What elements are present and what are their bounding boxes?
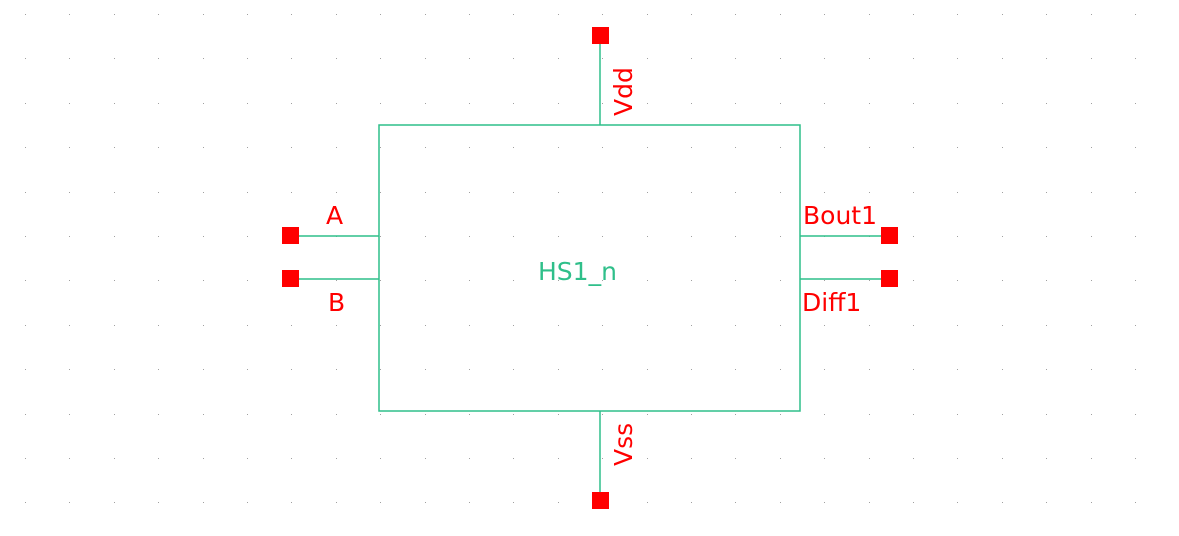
cell-name-label: HS1_n xyxy=(538,257,617,286)
b-pin[interactable] xyxy=(282,270,299,287)
bout1-pin[interactable] xyxy=(881,227,898,244)
diff1-label: Diff1 xyxy=(802,288,861,317)
vss-label: Vss xyxy=(609,423,638,466)
vdd-pin[interactable] xyxy=(592,27,609,44)
diff1-pin[interactable] xyxy=(881,270,898,287)
vdd-label: Vdd xyxy=(609,67,638,116)
a-label: A xyxy=(326,201,343,230)
symbol-body[interactable] xyxy=(378,124,801,412)
a-pin[interactable] xyxy=(282,227,299,244)
bout1-label: Bout1 xyxy=(803,201,877,230)
b-label: B xyxy=(328,288,345,317)
grid-dots xyxy=(25,14,1136,503)
vss-pin[interactable] xyxy=(592,492,609,509)
